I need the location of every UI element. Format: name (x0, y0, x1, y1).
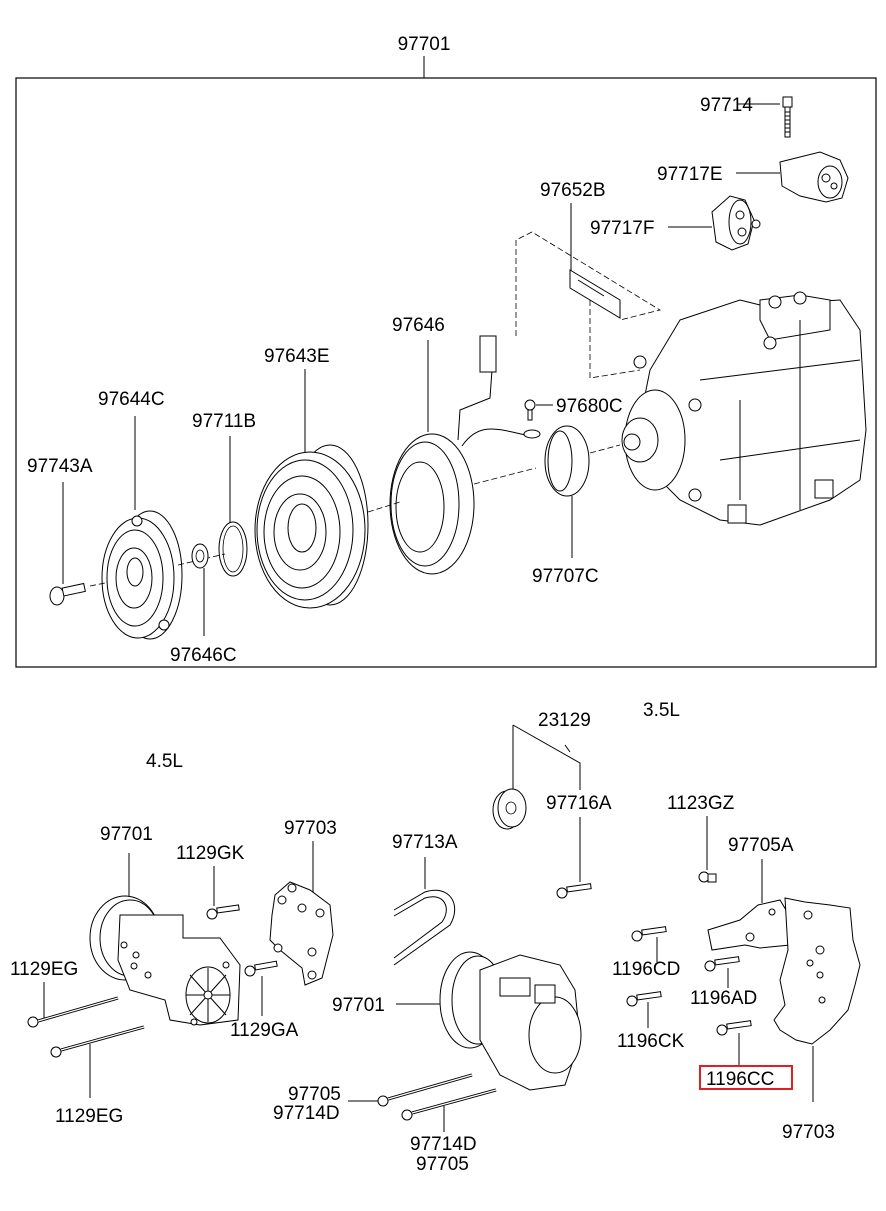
dashed-guide (589, 300, 641, 379)
label-97705-lower[interactable]: 97705 (416, 1154, 469, 1175)
bolt-1196CD-icon[interactable] (631, 926, 667, 942)
label-97646[interactable]: 97646 (392, 315, 445, 336)
label-97652B[interactable]: 97652B (540, 180, 606, 201)
label-97701-center[interactable]: 97701 (332, 995, 385, 1016)
bolt-97714D-lower-icon[interactable] (401, 1088, 497, 1121)
label-97644C[interactable]: 97644C (98, 389, 165, 410)
snap-ring-97711B-icon[interactable] (218, 521, 248, 577)
bracket-97705A-icon[interactable] (707, 899, 796, 951)
label-1196CD[interactable]: 1196CD (612, 959, 680, 980)
compressor-4-5L-icon[interactable] (89, 895, 241, 1026)
label-97680C[interactable]: 97680C (556, 396, 623, 417)
bolt-1129EG-bottom-icon[interactable] (50, 1025, 145, 1058)
label-97714D-lower[interactable]: 97714D (410, 1134, 477, 1155)
highlight-box-1196CC (699, 1065, 793, 1090)
bolt-1129GA-icon[interactable] (244, 960, 278, 977)
belt-97713A-icon[interactable] (393, 889, 456, 966)
pulley-97643E-icon[interactable] (254, 444, 369, 609)
label-1129GK[interactable]: 1129GK (176, 843, 245, 864)
clutch-hub-97644C-icon[interactable] (101, 510, 183, 640)
bolt-97716A-icon[interactable] (556, 883, 592, 899)
shim-97646C-icon[interactable] (191, 543, 209, 569)
valve-97717E-icon[interactable] (779, 151, 849, 203)
leader-line (512, 724, 581, 790)
valve-97717F-icon[interactable] (711, 195, 761, 251)
bracket-97652B-icon[interactable] (569, 269, 621, 319)
screw-97680C-icon[interactable] (524, 399, 536, 421)
compressor-97701-icon[interactable] (621, 291, 867, 526)
dashed-guide (515, 231, 662, 336)
dashed-guide (89, 582, 106, 587)
label-97714D-upper[interactable]: 97714D (273, 1103, 340, 1124)
assembly-frame (15, 77, 877, 668)
label-97701-assembly[interactable]: 97701 (398, 34, 451, 55)
label-97743A[interactable]: 97743A (27, 456, 93, 477)
dashed-guide (589, 444, 621, 454)
dashed-guide (367, 501, 401, 513)
label-1196CK[interactable]: 1196CK (617, 1031, 685, 1052)
bolt-97705-upper-icon[interactable] (377, 1073, 473, 1107)
compressor-center-icon[interactable] (439, 951, 582, 1091)
label-97701-4-5L[interactable]: 97701 (100, 824, 153, 845)
label-97643E[interactable]: 97643E (264, 346, 330, 367)
label-97717F[interactable]: 97717F (590, 218, 654, 239)
label-1196AD[interactable]: 1196AD (690, 988, 757, 1009)
bolt-97714-icon[interactable] (782, 96, 793, 138)
label-97703-4-5L[interactable]: 97703 (284, 818, 337, 839)
label-1129EG-bottom[interactable]: 1129EG (55, 1106, 123, 1127)
pulley-23129-icon[interactable] (492, 788, 527, 830)
dashed-guide (177, 553, 226, 566)
label-97705A[interactable]: 97705A (728, 835, 794, 856)
bolt-1196CC-icon[interactable] (716, 1020, 752, 1036)
bolt-1123GZ-icon[interactable] (698, 871, 717, 883)
label-97705-upper[interactable]: 97705 (288, 1084, 341, 1105)
label-97646C[interactable]: 97646C (170, 645, 237, 666)
label-1129EG-top[interactable]: 1129EG (10, 959, 78, 980)
label-97716A[interactable]: 97716A (546, 793, 612, 814)
label-97707C[interactable]: 97707C (532, 566, 599, 587)
dashed-guide (473, 467, 537, 485)
bolt-1129GK-icon[interactable] (206, 904, 240, 920)
label-1123GZ[interactable]: 1123GZ (667, 793, 735, 814)
label-97713A[interactable]: 97713A (392, 832, 458, 853)
label-1129GA[interactable]: 1129GA (230, 1020, 299, 1041)
field-coil-97646-icon[interactable] (389, 335, 541, 575)
seal-97707C-icon[interactable] (544, 425, 590, 497)
bolt-1129EG-top-icon[interactable] (27, 996, 119, 1028)
label-23129[interactable]: 23129 (538, 710, 591, 731)
bracket-97703-4-5L-icon[interactable] (269, 881, 334, 986)
label-1196CC[interactable]: 1196CC (706, 1069, 774, 1090)
bracket-97703-3-5L-icon[interactable] (773, 897, 861, 1045)
section-label-4-5L: 4.5L (146, 751, 183, 772)
label-97703-3-5L[interactable]: 97703 (782, 1122, 835, 1143)
bolt-1196AD-icon[interactable] (704, 956, 740, 972)
bolt-1196CK-icon[interactable] (626, 991, 662, 1007)
section-label-3-5L: 3.5L (643, 700, 680, 721)
label-97717E[interactable]: 97717E (657, 164, 723, 185)
label-97714[interactable]: 97714 (700, 95, 753, 116)
label-97711B[interactable]: 97711B (192, 411, 256, 432)
bolt-97743A-icon[interactable] (49, 582, 86, 606)
